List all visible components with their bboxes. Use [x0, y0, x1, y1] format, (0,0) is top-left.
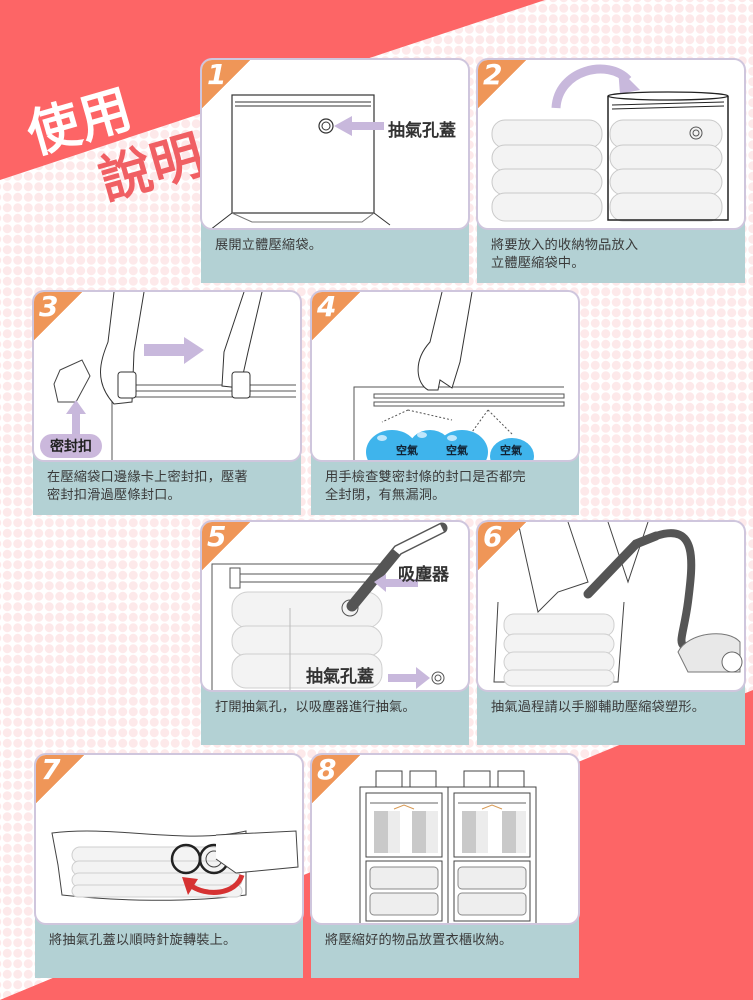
vacuum-label: 吸塵器 [398, 565, 449, 585]
step-number: 6 [483, 520, 503, 553]
check-seal-icon [353, 292, 565, 460]
number-corner [36, 755, 86, 805]
step-number: 7 [41, 753, 61, 786]
valve-cap-label: 抽氣孔蓋 [388, 121, 456, 141]
air-label: 空氣 [500, 444, 522, 457]
step-7-panel: 7 將抽氣孔蓋以順時針旋轉裝上。 [34, 753, 304, 978]
number-corner [202, 60, 252, 110]
step-1-panel: 1 抽氣孔蓋 展開立體壓縮袋。 [200, 58, 470, 283]
step-3-caption: 在壓縮袋口邊緣卡上密封扣，壓著 密封扣滑過壓條封口。 [33, 455, 301, 515]
step-4-caption: 用手檢查雙密封條的封口是否都完 全封閉，有無漏洞。 [311, 455, 579, 515]
step-6-illustration-card: 6 [476, 520, 746, 692]
step-7-illustration-card: 7 [34, 753, 304, 925]
step-number: 5 [207, 520, 227, 553]
step-number: 3 [39, 290, 59, 323]
rotate-cap-icon [51, 830, 299, 901]
duvets-into-bag-icon [491, 64, 729, 222]
step-8-illustration-card: 8 [310, 753, 580, 925]
step-8-caption: 將壓縮好的物品放置衣櫃收納。 [311, 918, 579, 978]
number-corner [312, 755, 362, 805]
step-number: 8 [317, 753, 337, 786]
number-corner [478, 60, 528, 110]
number-corner [478, 522, 528, 572]
vacuum-nozzle-icon [211, 522, 448, 690]
valve-cap-label: 抽氣孔蓋 [306, 667, 374, 687]
number-corner [202, 522, 252, 572]
step-4-panel: 4 空氣 空氣 空氣 用手檢查雙密封條的封口是否都完 全封閉，有無漏洞。 [310, 290, 580, 515]
step-4-illustration-card: 4 空氣 空氣 空氣 [310, 290, 580, 462]
step-2-caption: 將要放入的收納物品放入 立體壓縮袋中。 [477, 223, 745, 283]
step-1-caption: 展開立體壓縮袋。 [201, 223, 469, 283]
seal-clip-label: 密封扣 [40, 434, 102, 458]
vacuum-cleaner-icon [493, 522, 743, 687]
number-corner [34, 292, 84, 342]
step-8-panel: 8 將壓縮好的物品放置衣櫃收納。 [310, 753, 580, 978]
step-5-panel: 5 吸塵器 抽氣孔蓋 打開抽氣孔，以吸塵器進行抽氣。 [200, 520, 470, 745]
step-7-caption: 將抽氣孔蓋以順時針旋轉裝上。 [35, 918, 303, 978]
air-label: 空氣 [396, 444, 418, 457]
step-6-panel: 6 抽氣過程請以手腳輔助壓縮袋塑形。 [476, 520, 746, 745]
number-corner [312, 292, 362, 342]
step-3-illustration-card: 3 密封扣 [32, 290, 302, 462]
step-number: 1 [207, 58, 227, 91]
step-3-panel: 3 密封扣 在壓縮袋口邊緣卡上密封扣，壓著 密封扣滑過壓條封口。 [32, 290, 302, 515]
step-2-illustration-card: 2 [476, 58, 746, 230]
step-6-caption: 抽氣過程請以手腳輔助壓縮袋塑形。 [477, 685, 745, 745]
bag-unfolded-icon [211, 94, 391, 228]
step-5-caption: 打開抽氣孔，以吸塵器進行抽氣。 [201, 685, 469, 745]
step-5-illustration-card: 5 吸塵器 抽氣孔蓋 [200, 520, 470, 692]
wardrobe-storage-icon [359, 770, 537, 923]
air-label: 空氣 [446, 444, 468, 457]
step-2-panel: 2 將要放入的收納物品放入 立體壓縮袋中。 [476, 58, 746, 283]
step-number: 2 [483, 58, 503, 91]
seal-clip-slide-icon [53, 292, 296, 460]
step-1-illustration-card: 1 抽氣孔蓋 [200, 58, 470, 230]
step-number: 4 [317, 290, 337, 323]
